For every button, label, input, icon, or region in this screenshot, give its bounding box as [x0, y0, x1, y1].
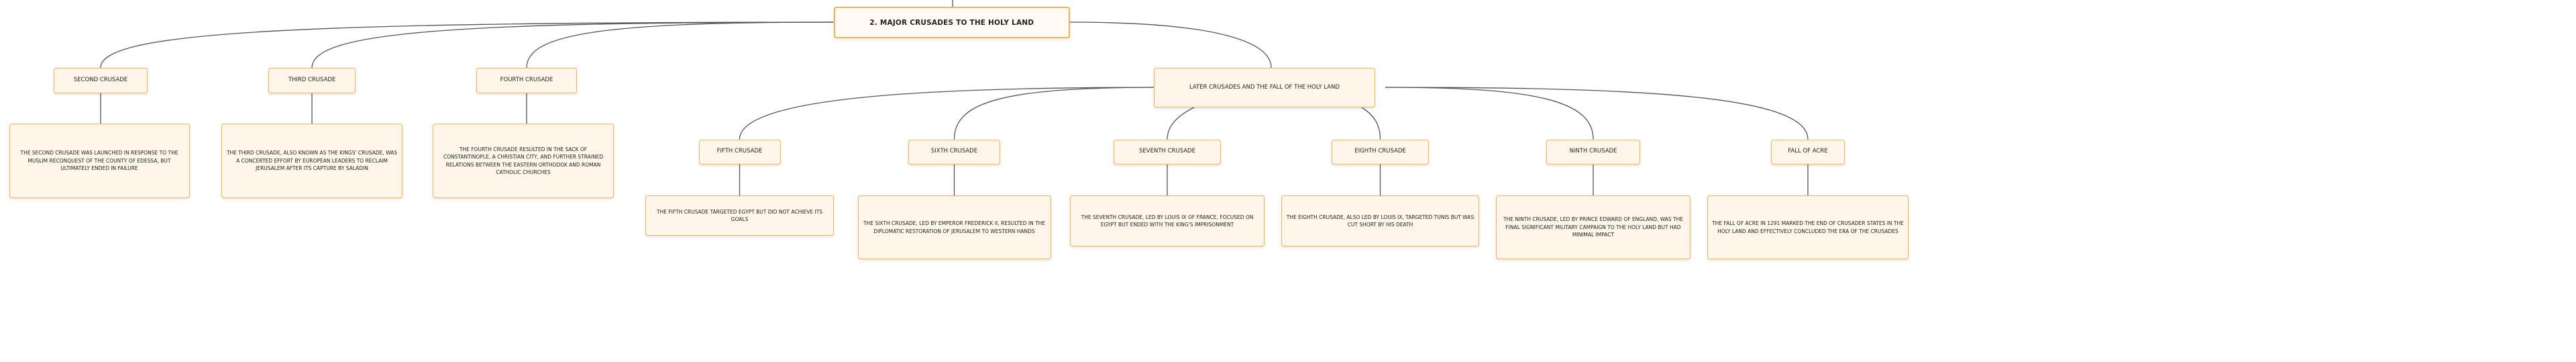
topic-third-crusade[interactable]: Third Crusade: [268, 68, 356, 93]
desc-seventh-crusade: The Seventh Crusade, led by Louis IX of …: [1070, 195, 1265, 246]
item-fifth-crusade[interactable]: Fifth Crusade: [698, 139, 781, 165]
desc-sixth-crusade: The Sixth Crusade, led by Emperor Freder…: [857, 195, 1051, 259]
item-seventh-crusade[interactable]: Seventh Crusade: [1114, 139, 1221, 165]
link-root-second: [100, 21, 834, 69]
desc-fourth-crusade: The Fourth Crusade resulted in the sack …: [433, 124, 614, 198]
link-later-fifth: [739, 87, 1163, 140]
root-node[interactable]: 2. Major Crusades to the Holy Land: [833, 7, 1070, 38]
link-root-third: [311, 21, 834, 69]
topic-second-crusade[interactable]: Second Crusade: [54, 68, 148, 93]
desc-third-crusade: The Third Crusade, also known as the Kin…: [221, 124, 402, 198]
desc-second-crusade: The Second Crusade was launched in respo…: [9, 124, 190, 198]
item-sixth-crusade[interactable]: Sixth Crusade: [908, 139, 1000, 165]
link-later-sixth: [953, 87, 1163, 140]
topic-later-crusades[interactable]: Later Crusades and the Fall of the Holy …: [1154, 68, 1375, 107]
desc-fall-of-acre: The fall of Acre in 1291 marked the end …: [1707, 195, 1909, 259]
link-later-seventh: [1167, 107, 1195, 140]
link-root-later: [1069, 21, 1272, 69]
desc-eighth-crusade: The Eighth Crusade, also led by Louis IX…: [1281, 195, 1479, 246]
link-later-acre: [1385, 87, 1809, 140]
topic-fourth-crusade[interactable]: Fourth Crusade: [476, 68, 577, 93]
item-fall-of-acre[interactable]: Fall of Acre: [1771, 139, 1845, 165]
desc-ninth-crusade: The Ninth Crusade, led by Prince Edward …: [1496, 195, 1690, 259]
link-later-eighth: [1361, 107, 1381, 140]
link-later-ninth: [1385, 87, 1594, 140]
desc-fifth-crusade: The Fifth Crusade targeted Egypt but did…: [645, 195, 834, 236]
item-ninth-crusade[interactable]: Ninth Crusade: [1546, 139, 1640, 165]
link-root-fourth: [526, 21, 834, 69]
item-eighth-crusade[interactable]: Eighth Crusade: [1332, 139, 1429, 165]
